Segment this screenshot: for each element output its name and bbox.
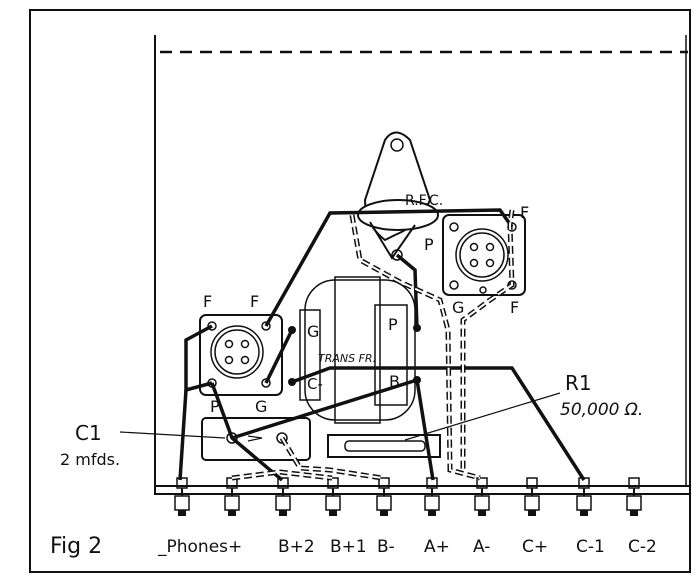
- terminal-label-phones: _Phones+: [157, 537, 242, 557]
- left-socket-p-label: P: [210, 397, 220, 416]
- c1-name-label: C1: [75, 421, 102, 445]
- trans-c-label: C-: [307, 375, 323, 393]
- left-tube-socket: [199, 314, 283, 396]
- terminal-label-c-minus-1: C-1: [576, 537, 605, 557]
- c1-value-label: 2 mfds.: [60, 450, 120, 469]
- trans-name-label: TRANS FR.: [318, 352, 376, 365]
- terminal-strip: [154, 485, 691, 495]
- binding-post: [576, 477, 592, 516]
- binding-post: [224, 477, 240, 516]
- right-socket-f-bottom-label: F: [510, 298, 519, 317]
- binding-post: [524, 477, 540, 516]
- solid-wiring: [178, 208, 586, 482]
- trans-p-label: P: [388, 315, 398, 334]
- left-socket-f2-label: F: [250, 292, 259, 311]
- binding-post: [174, 477, 190, 516]
- terminal-label-a-minus: A-: [473, 537, 490, 557]
- binding-post: [474, 477, 490, 516]
- right-socket-f-top-label: F: [520, 203, 529, 222]
- figure-border: [29, 9, 691, 573]
- right-socket-g-label: G: [452, 298, 464, 317]
- right-tube-socket: [442, 214, 526, 296]
- rfc-p-label: P: [424, 235, 434, 254]
- terminal-label-b-plus-2: B+2: [278, 537, 315, 557]
- terminal-label-b-minus: B-: [377, 537, 395, 557]
- binding-posts: [174, 477, 642, 516]
- trans-b-label: B: [389, 372, 400, 391]
- binding-post: [626, 477, 642, 516]
- rfc-label: R.F.C.: [405, 193, 443, 209]
- binding-post: [424, 477, 440, 516]
- left-socket-f1-label: F: [203, 292, 212, 311]
- dashed-wiring-inner: [231, 209, 514, 479]
- r1-name-label: R1: [565, 371, 592, 395]
- r1-value-label: 50,000 Ω.: [560, 400, 643, 420]
- terminal-label-b-plus-1: B+1: [330, 537, 367, 557]
- terminal-label-c-minus-2: C-2: [628, 537, 657, 557]
- binding-post: [275, 477, 291, 516]
- binding-post: [325, 477, 341, 516]
- terminal-label-a-plus: A+: [424, 537, 450, 557]
- figure-title: Fig 2: [50, 534, 102, 559]
- terminal-label-c-plus: C+: [522, 537, 548, 557]
- left-socket-g-label: G: [255, 397, 267, 416]
- trans-g-label: G: [307, 322, 319, 341]
- binding-post: [376, 477, 392, 516]
